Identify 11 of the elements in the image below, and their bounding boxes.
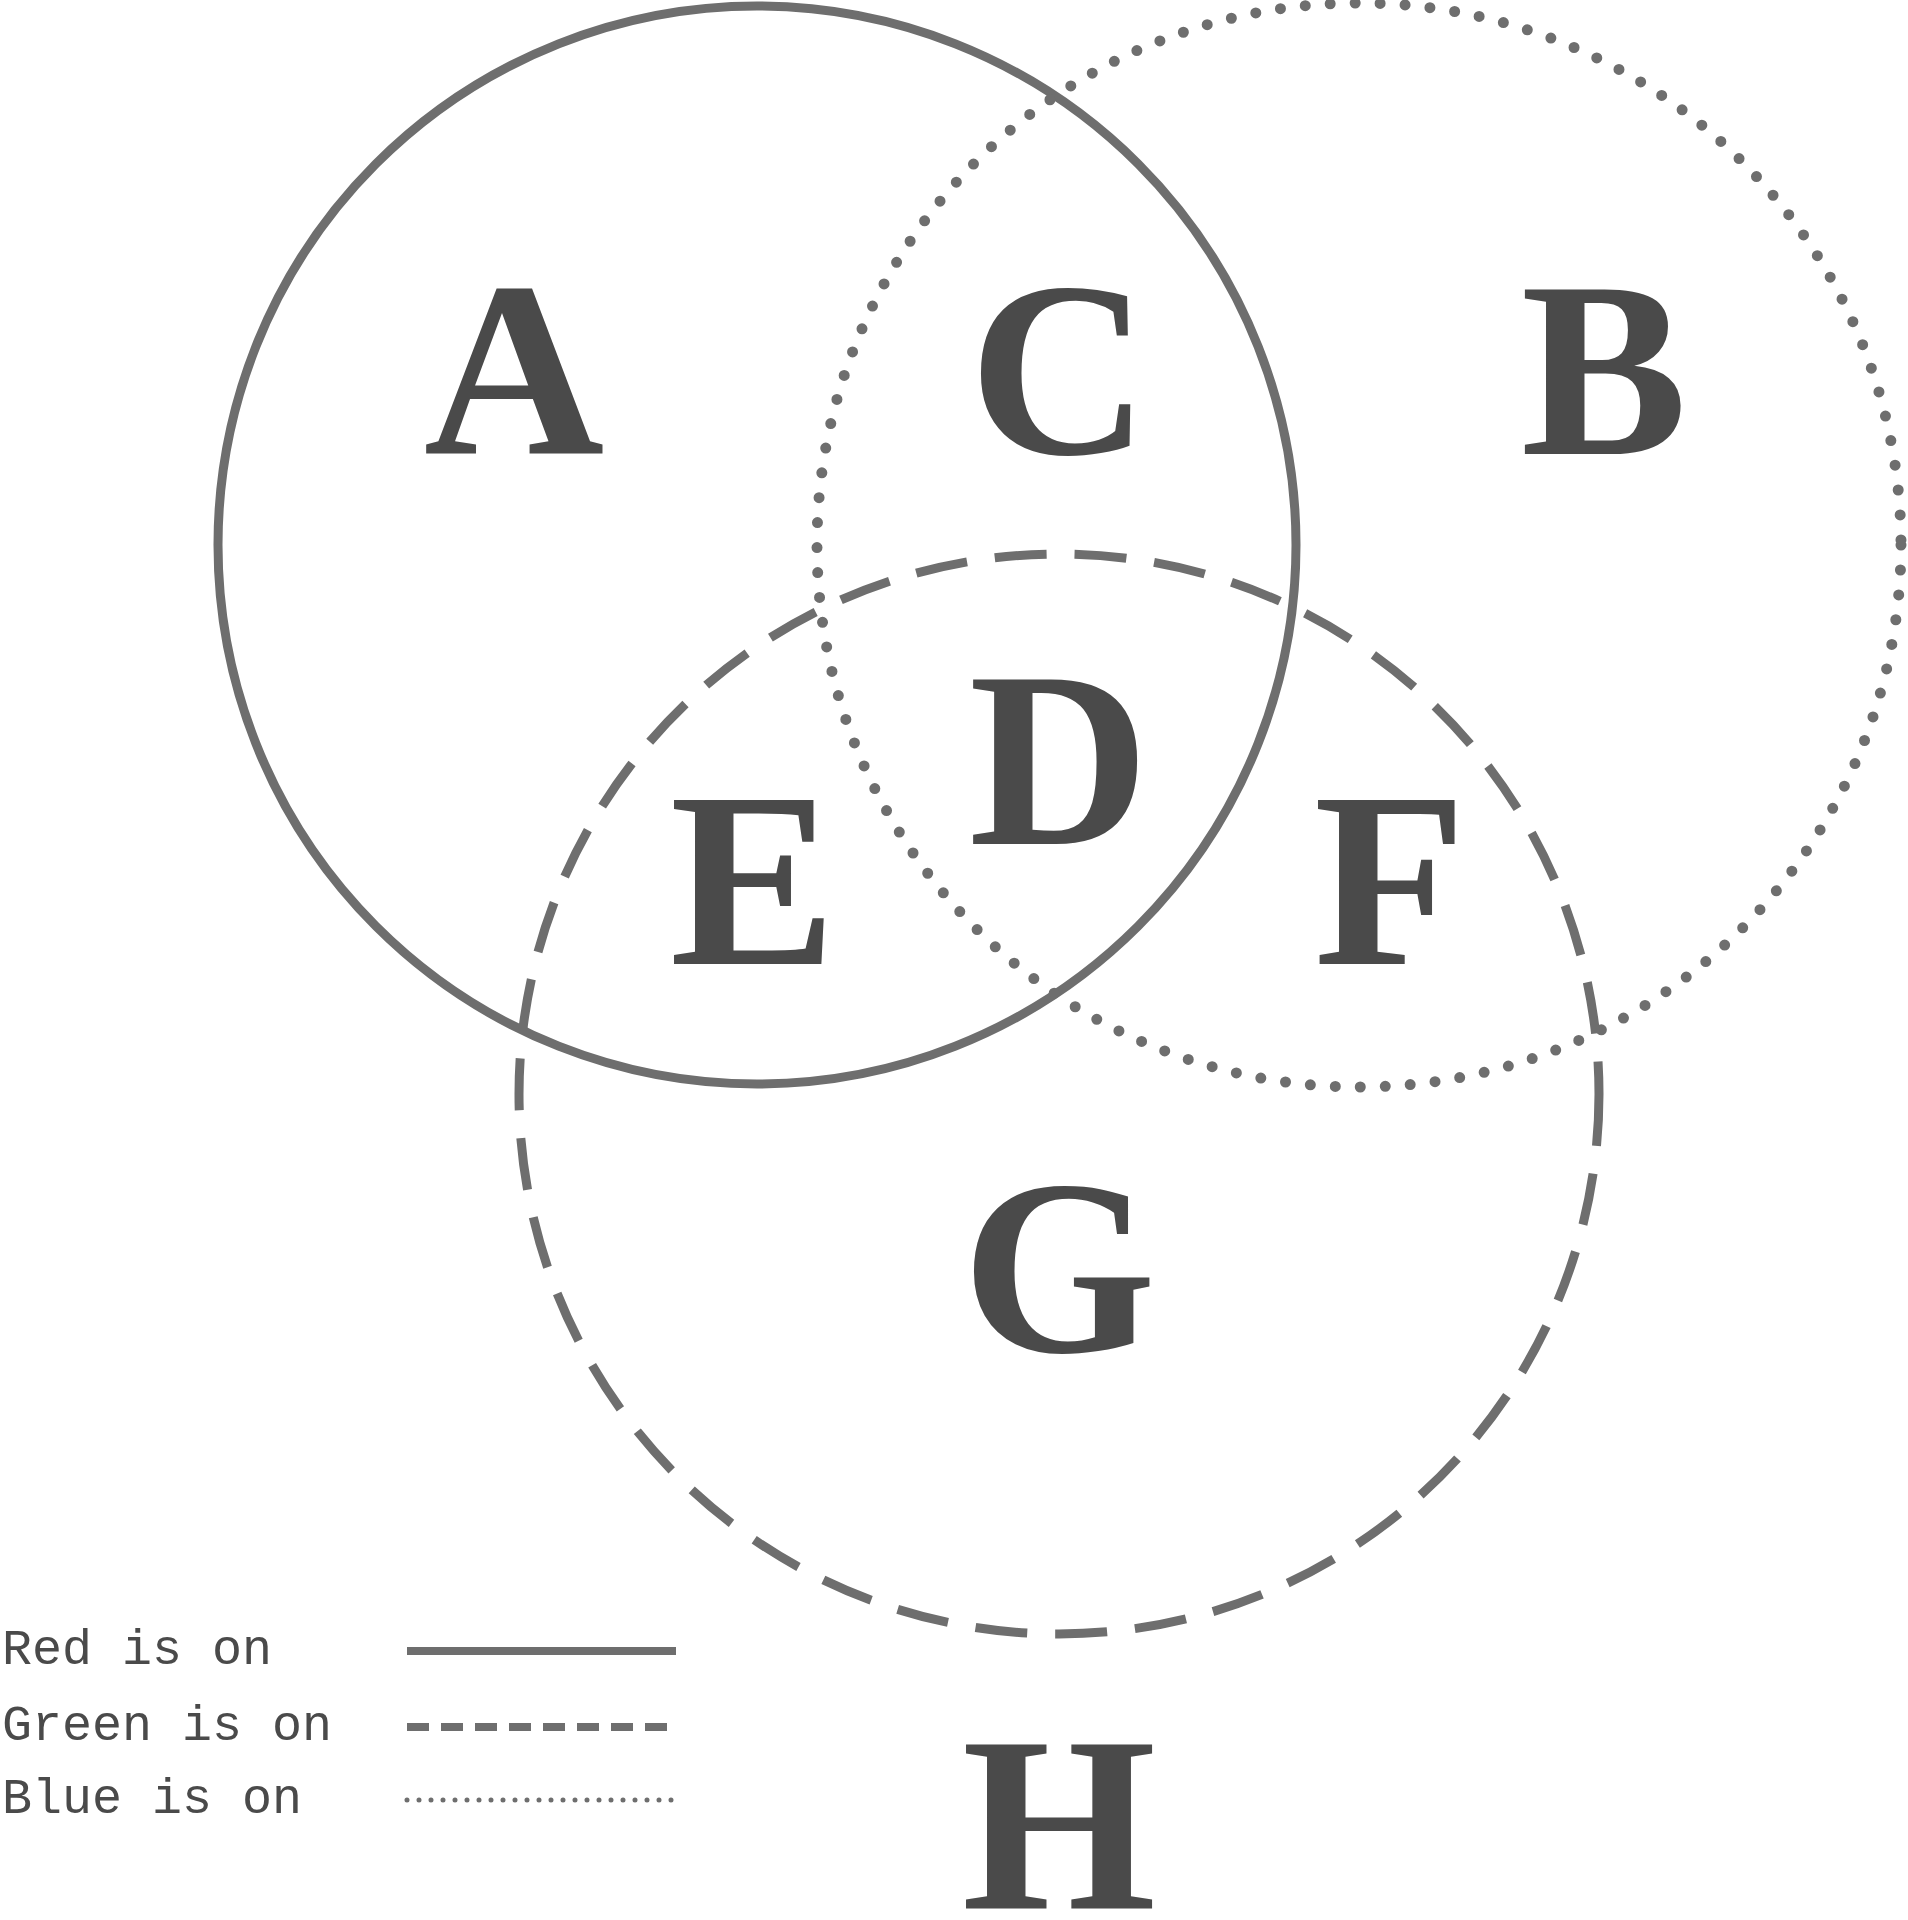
region-letter: E xyxy=(669,755,837,1005)
region-letter: D xyxy=(968,635,1150,885)
region-letter: B xyxy=(1520,245,1688,495)
legend-label: Blue is on xyxy=(2,1775,303,1825)
legend-label: Red is on xyxy=(2,1626,273,1676)
region-letter: F xyxy=(1313,755,1467,1005)
region-letter: H xyxy=(961,1700,1157,1920)
legend-label: Green is on xyxy=(2,1702,333,1752)
region-letter: C xyxy=(968,245,1150,495)
region-letter: A xyxy=(423,245,605,495)
region-letter: G xyxy=(961,1143,1157,1393)
